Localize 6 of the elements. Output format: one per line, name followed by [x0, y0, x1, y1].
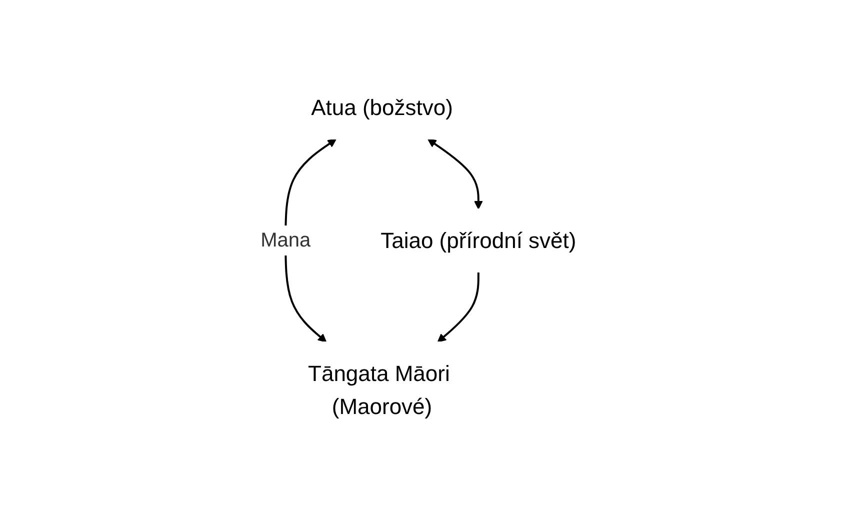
arrow [427, 138, 483, 210]
node-text: Tāngata Māori (Maorové) [308, 361, 450, 419]
node-text: Taiao (přírodní svět) [380, 228, 576, 253]
edge-label: Mana [260, 230, 310, 252]
node-text: Atua (božstvo) [310, 95, 453, 120]
arrow [437, 272, 480, 342]
